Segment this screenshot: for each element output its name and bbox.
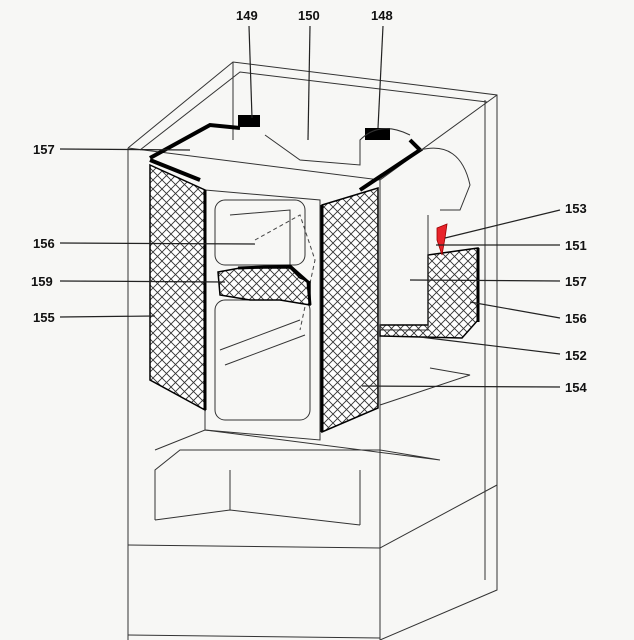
label-159: 159 — [31, 274, 53, 289]
label-156-right: 156 — [565, 311, 587, 326]
firebox — [204, 189, 321, 441]
baffle-plate-159 — [217, 267, 311, 306]
label-148: 148 — [371, 8, 393, 23]
right-insulation-panel-154 — [321, 186, 379, 434]
label-157-right: 157 — [565, 274, 587, 289]
label-152: 152 — [565, 348, 587, 363]
left-insulation-panel-155 — [149, 163, 206, 412]
label-155: 155 — [33, 310, 55, 325]
callout-lines — [59, 25, 561, 388]
label-156-left: 156 — [33, 236, 55, 251]
highlighted-part-153[interactable] — [436, 223, 448, 256]
label-157-left: 157 — [33, 142, 55, 157]
label-149: 149 — [236, 8, 258, 23]
label-151: 151 — [565, 238, 587, 253]
label-153: 153 — [565, 201, 587, 216]
label-154: 154 — [565, 380, 587, 395]
label-150: 150 — [298, 8, 320, 23]
cabinet-housing — [127, 61, 498, 640]
side-insulation-block-156 — [379, 247, 479, 339]
top-seal-frame — [149, 115, 471, 211]
